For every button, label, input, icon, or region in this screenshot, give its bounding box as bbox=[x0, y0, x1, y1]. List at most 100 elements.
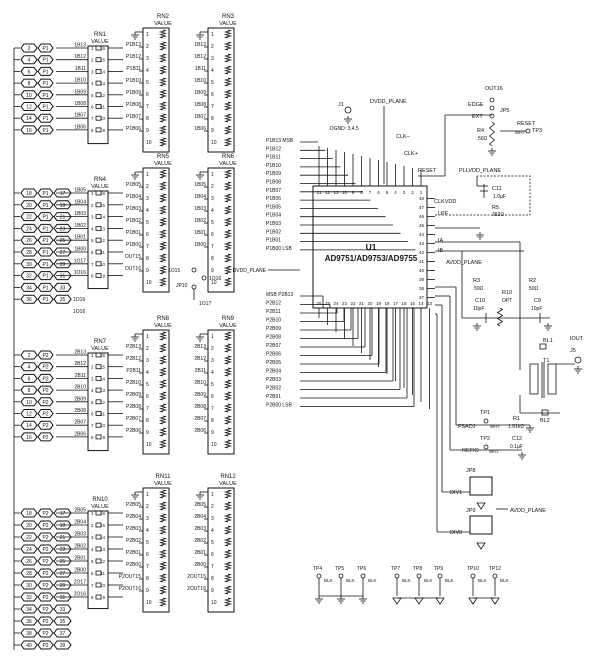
resistor-element bbox=[223, 367, 233, 377]
resistor-element bbox=[223, 427, 233, 437]
connector-pin bbox=[20, 43, 54, 53]
testpoint-icon bbox=[416, 573, 422, 579]
connector-lozenge bbox=[37, 43, 54, 53]
connector-pin-number: 34 bbox=[26, 285, 32, 291]
pin-number: 16 bbox=[100, 191, 106, 196]
pin-number: 14 bbox=[100, 535, 106, 540]
capacitor-ref: C9 bbox=[534, 298, 541, 304]
resistor-element bbox=[223, 113, 233, 123]
pin-number: 8 bbox=[146, 256, 149, 262]
pin-number: 45 bbox=[419, 223, 425, 228]
pin-number: 12 bbox=[100, 93, 106, 98]
connector-pin bbox=[20, 78, 54, 88]
jumper-pin-icon bbox=[489, 97, 495, 103]
net-label: 1O17 bbox=[199, 301, 211, 307]
pin-number: 7 bbox=[369, 190, 372, 195]
connector-port-label: P1 bbox=[42, 215, 48, 221]
connector-lozenge bbox=[20, 508, 38, 518]
resistor-element bbox=[223, 525, 233, 535]
connector-pin-number: 21 bbox=[60, 215, 66, 221]
net-label: 2B09 bbox=[194, 392, 206, 398]
testpoint-ref: TP9 bbox=[434, 566, 443, 572]
connector-pin-number: 22 bbox=[26, 215, 32, 221]
resistor-element bbox=[95, 522, 102, 528]
pin-number: 8 bbox=[360, 190, 363, 195]
resistor-network-body bbox=[207, 329, 235, 455]
net-label: 1O15 bbox=[168, 268, 180, 274]
connector-port-label: P1 bbox=[42, 203, 48, 209]
net-label: 2OUT16 bbox=[187, 586, 206, 592]
testpoint-color: BLK bbox=[324, 578, 333, 583]
jumper-body bbox=[469, 476, 493, 496]
net-label: 2B11 bbox=[75, 373, 87, 379]
connector-pin-number: 21 bbox=[60, 535, 66, 541]
net-label: P2B06 bbox=[126, 428, 141, 434]
pin-number: 3 bbox=[146, 56, 149, 62]
net-label: 2B12 bbox=[74, 361, 86, 367]
resistor-ref: R5 bbox=[492, 205, 499, 211]
connector-lozenge bbox=[37, 223, 54, 233]
net-label: 2B05 bbox=[74, 508, 86, 514]
bus-net-label: P1B09 bbox=[266, 171, 281, 177]
connector-pin bbox=[20, 235, 72, 245]
pin-number: 1 bbox=[211, 172, 214, 178]
pin-number: 6 bbox=[91, 105, 94, 110]
pin-number: 7 bbox=[211, 564, 214, 570]
connector-lozenge bbox=[37, 568, 54, 578]
resistor-ref: R4 bbox=[477, 128, 484, 134]
resistor-element bbox=[158, 229, 168, 239]
pin-number: 26 bbox=[316, 301, 322, 306]
pin-number: 5 bbox=[146, 382, 149, 388]
resistor-element bbox=[496, 307, 504, 327]
resistor-network-body bbox=[142, 167, 170, 293]
connector-lozenge bbox=[37, 520, 54, 530]
pin-number: 10 bbox=[211, 442, 217, 448]
power-net-label: PLLVDD_PLANE bbox=[459, 168, 501, 174]
testpoint-ref: TP12 bbox=[489, 566, 501, 572]
resistor-element bbox=[223, 537, 233, 547]
net-label: 1B08 bbox=[74, 101, 86, 107]
connector-lozenge bbox=[37, 432, 54, 442]
net-label: 1O16 bbox=[73, 309, 85, 315]
resistor-element bbox=[223, 205, 233, 215]
net-label: 1B02 bbox=[194, 218, 206, 224]
net-label: EDGE bbox=[468, 102, 484, 108]
connector-port-label: P2 bbox=[42, 388, 48, 394]
resistor-network-ref: RN9 bbox=[222, 316, 235, 322]
resistor-element bbox=[223, 331, 233, 341]
pin-number: 3 bbox=[146, 196, 149, 202]
connector-port-label: P2 bbox=[42, 631, 48, 637]
net-label: P2B08 bbox=[126, 404, 141, 410]
connector-lozenge bbox=[37, 420, 54, 430]
resistor-network-body bbox=[142, 487, 170, 613]
testpoint-color: BLK bbox=[346, 578, 355, 583]
pin-number: 11 bbox=[100, 571, 105, 576]
pin-number: 11 bbox=[317, 190, 322, 195]
pin-number: 16 bbox=[100, 46, 106, 51]
net-label: 2B03 bbox=[74, 532, 86, 538]
pin-number: 5 bbox=[211, 220, 214, 226]
resistor-element bbox=[223, 573, 233, 583]
net-label: 2B13 bbox=[74, 350, 86, 356]
pin-number: 18 bbox=[384, 301, 390, 306]
pin-number: 2 bbox=[91, 203, 94, 208]
net-label: 2B06 bbox=[74, 431, 86, 437]
connector-lozenge bbox=[37, 556, 54, 566]
pin-number: 22 bbox=[350, 301, 356, 306]
net-label: 1B11 bbox=[75, 66, 87, 72]
net-label: 2OUT15 bbox=[187, 574, 206, 580]
net-label: P1B00 bbox=[126, 242, 141, 248]
pin-number: 9 bbox=[352, 190, 355, 195]
connector-pin-number: 30 bbox=[26, 262, 32, 268]
pin-number: 7 bbox=[91, 262, 94, 267]
connector-pin bbox=[20, 420, 54, 430]
connector-port-label: P1 bbox=[42, 274, 48, 280]
pin-number: 6 bbox=[91, 412, 94, 417]
pin-number: 3 bbox=[91, 215, 94, 220]
ground-triangle-icon bbox=[392, 597, 402, 605]
connector-pin-number: 28 bbox=[26, 250, 32, 256]
pin-number: 3 bbox=[146, 358, 149, 364]
resistor-element bbox=[95, 261, 102, 267]
pin-number: 5 bbox=[146, 540, 149, 546]
pin-number: 7 bbox=[146, 244, 149, 250]
